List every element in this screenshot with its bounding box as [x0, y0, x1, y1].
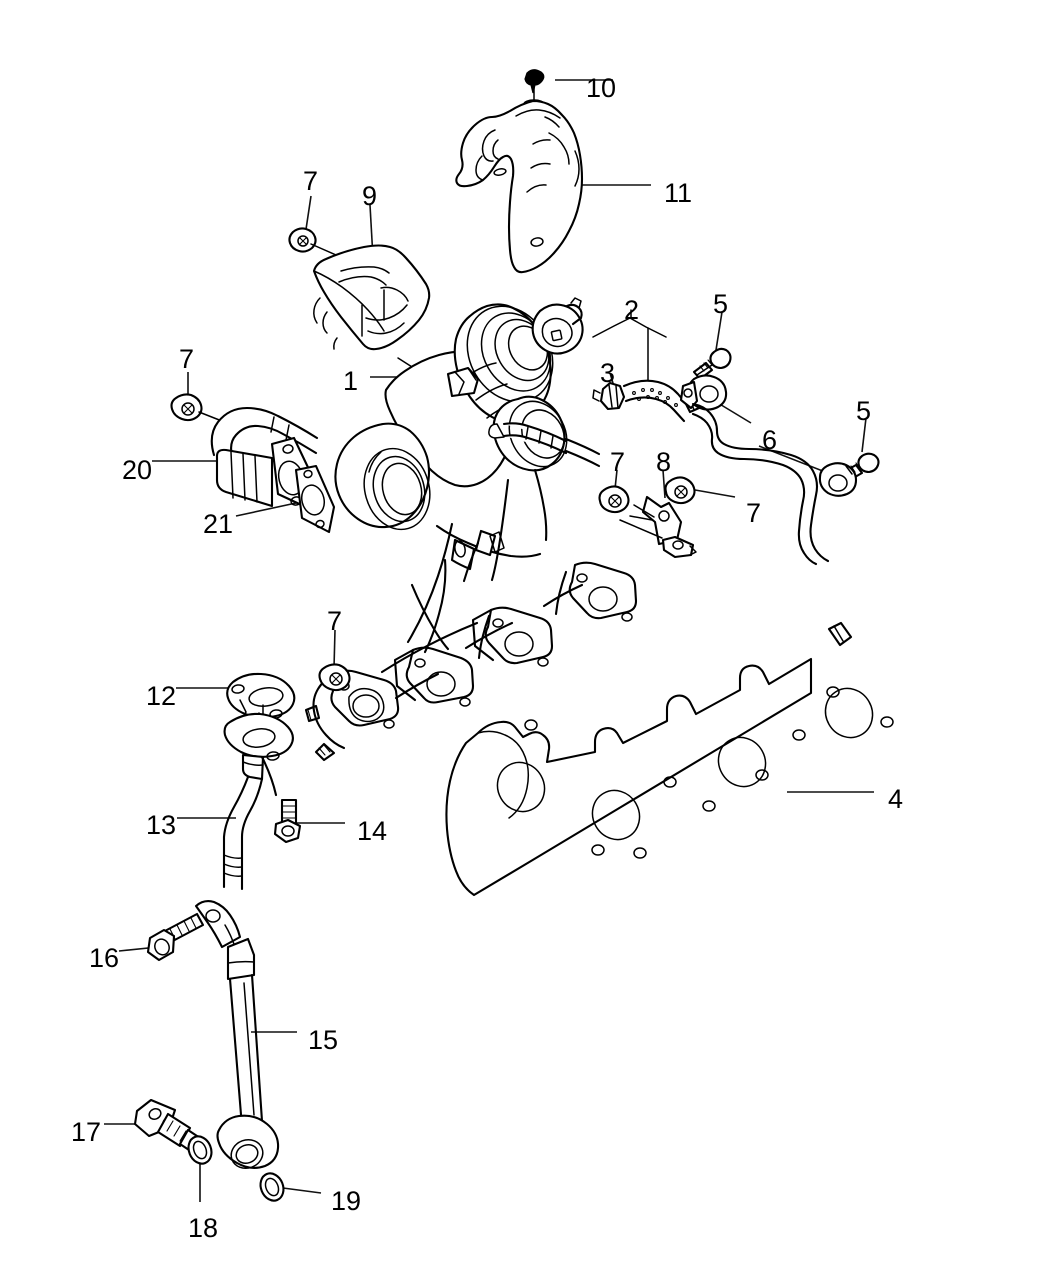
callout-17: 17	[71, 1117, 102, 1147]
part-3-hose-clamp	[592, 381, 626, 411]
callout-7-c: 7	[610, 447, 626, 477]
part-13-oil-supply-tube	[222, 712, 294, 891]
part-7e-flange-nut	[318, 663, 351, 692]
callout-7-d: 7	[746, 498, 762, 528]
part-6b-banjo-fitting	[818, 462, 858, 497]
part-7c-flange-nut	[598, 485, 630, 514]
part-15-oil-drain-tube	[194, 900, 280, 1169]
part-7d-flange-nut	[664, 476, 696, 505]
callout-8: 8	[656, 447, 672, 477]
callout-10: 10	[586, 73, 617, 103]
callout-5-upper: 5	[713, 289, 729, 319]
part-8-support-bracket	[619, 495, 697, 559]
callout-18: 18	[188, 1213, 219, 1243]
callout-14: 14	[357, 816, 388, 846]
part-4-exhaust-manifold-gasket	[445, 657, 894, 897]
callout-11: 11	[664, 178, 693, 208]
callout-6: 6	[762, 425, 778, 455]
callout-7-e: 7	[327, 606, 343, 636]
callout-9: 9	[362, 181, 378, 211]
callout-1: 1	[343, 366, 359, 396]
part-6a-banjo-fitting	[679, 374, 728, 411]
oil-feed-line	[691, 402, 853, 647]
part-18-sealing-washer-upper	[187, 1135, 213, 1165]
part-21-coolant-pipe-gasket	[294, 464, 336, 534]
callout-12: 12	[146, 681, 177, 711]
callout-20: 20	[122, 455, 153, 485]
callout-13: 13	[146, 810, 177, 840]
callout-19: 19	[331, 1186, 362, 1216]
callout-7-a: 7	[303, 166, 319, 196]
callout-21: 21	[203, 509, 234, 539]
callout-3: 3	[600, 358, 616, 388]
callout-2: 2	[624, 295, 640, 325]
callout-7-b: 7	[179, 344, 195, 374]
part-14-oil-tube-bolt	[273, 798, 302, 844]
part-11-exhaust-manifold-heat-shield	[455, 99, 584, 274]
callout-16: 16	[89, 943, 120, 973]
exhaust-manifold-body	[304, 541, 638, 762]
part-16-drain-tube-bolt	[146, 912, 205, 962]
callout-15: 15	[308, 1025, 339, 1055]
part-9-turbocharger-heat-shield-cover	[312, 244, 446, 389]
callout-4: 4	[888, 784, 904, 814]
callout-5-lower: 5	[856, 396, 872, 426]
part-5a-banjo-bolt	[692, 347, 732, 381]
part-1-turbocharger-assembly	[334, 297, 601, 644]
part-7b-flange-nut	[170, 393, 233, 426]
part-19-sealing-washer-lower	[259, 1172, 285, 1202]
